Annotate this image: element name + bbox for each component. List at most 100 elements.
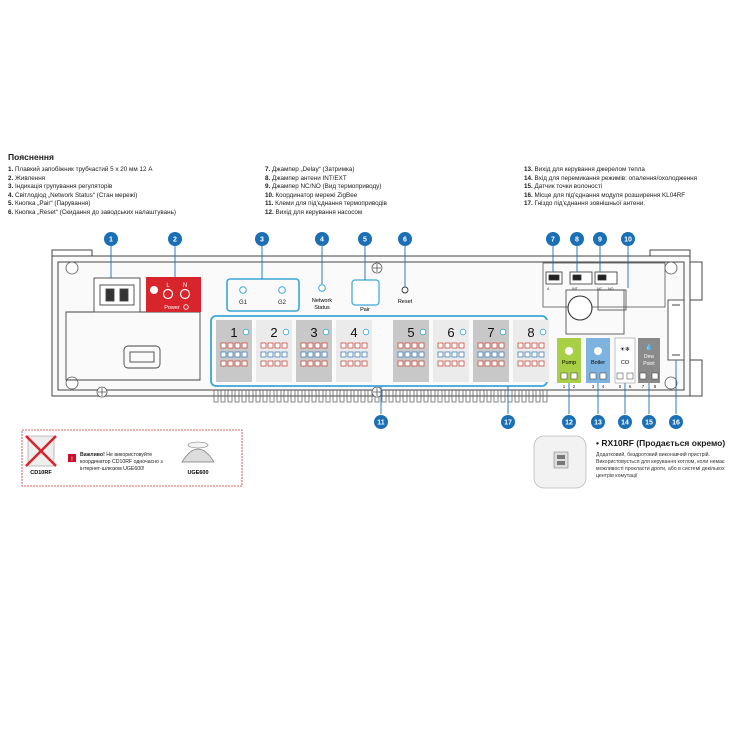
terminal-screw xyxy=(307,351,314,358)
board-tooth xyxy=(276,390,282,403)
terminal-screw xyxy=(361,351,368,358)
terminal-screw xyxy=(274,360,281,367)
terminal-screw xyxy=(451,360,458,367)
callout-circle xyxy=(570,232,584,246)
callout-number: 17 xyxy=(504,420,512,427)
terminal-screw xyxy=(321,360,328,367)
board-tooth xyxy=(514,390,520,403)
legend-item-text: Координатор мережі ZigBee xyxy=(275,191,358,199)
terminal-screw xyxy=(227,351,234,358)
board-tooth xyxy=(262,390,268,403)
terminal-screw xyxy=(458,342,465,349)
terminal-screw xyxy=(307,342,314,349)
terminal-screw xyxy=(411,342,418,349)
board-tooth xyxy=(353,390,359,403)
terminal-screw xyxy=(524,351,531,358)
terminal-screw xyxy=(531,351,538,358)
function-terminals: Pump Boiler ☀❄ CO 💧 Dew Point xyxy=(557,337,660,384)
board-tooth xyxy=(472,390,478,403)
board-tooth xyxy=(395,390,401,403)
callout-circle xyxy=(642,415,656,429)
network-status-line-1: Network xyxy=(312,298,332,304)
callout-circle xyxy=(591,415,605,429)
legend-item-number: 8. xyxy=(265,174,273,182)
group-indication: G1 G2 xyxy=(226,278,300,312)
legend-item: 12. Вихід для керування насосом xyxy=(265,209,387,218)
board-teeth xyxy=(213,390,548,403)
board-tooth xyxy=(339,390,345,403)
callout-12: 12 xyxy=(562,415,576,429)
terminal-screw xyxy=(404,351,411,358)
zone-number: 1 xyxy=(230,325,237,340)
legend-item-text: Гніздо під'єднання зовнішньої антени. xyxy=(534,200,646,208)
terminal-screw xyxy=(451,351,458,358)
terminal-screw xyxy=(444,360,451,367)
legend-item-number: 16. xyxy=(524,191,535,199)
terminal-screw xyxy=(354,360,361,367)
zone-number: 8 xyxy=(527,325,534,340)
board-tooth xyxy=(332,390,338,403)
function-terminal-number: 8 xyxy=(654,384,657,389)
legend-item-text: Джампер антени INT/EXT xyxy=(272,174,347,182)
callout-circle xyxy=(562,415,576,429)
terminal-screw xyxy=(307,360,314,367)
function-terminal-number: 2 xyxy=(573,384,576,389)
function-terminal-number: 1 xyxy=(563,384,566,389)
board-tooth xyxy=(465,390,471,403)
callout-10: 10 xyxy=(621,232,635,246)
jumper-area xyxy=(542,262,666,335)
power-icon xyxy=(183,304,189,310)
legend-item-number: 3. xyxy=(8,183,16,191)
jumper-a-label: A xyxy=(547,287,550,291)
terminal-screw xyxy=(531,360,538,367)
terminal-screw xyxy=(404,342,411,349)
terminal-screw xyxy=(538,360,545,367)
callout-number: 3 xyxy=(260,237,264,244)
note-device2-label: UGE600 xyxy=(187,470,208,476)
board-tooth xyxy=(535,390,541,403)
terminal-screw xyxy=(340,360,347,367)
terminal-screw xyxy=(397,342,404,349)
board-tooth xyxy=(430,390,436,403)
power-label: Power xyxy=(164,305,180,311)
zone-led xyxy=(242,328,250,336)
callout-13: 13 xyxy=(591,415,605,429)
board-tooth xyxy=(381,390,387,403)
legend-item-number: 5. xyxy=(8,200,16,208)
callout-8: 8 xyxy=(570,232,584,246)
board-tooth xyxy=(304,390,310,403)
board-tooth xyxy=(311,390,317,403)
legend-title: Пояснення xyxy=(8,152,54,162)
network-status-line-2: Status xyxy=(314,305,330,311)
board-tooth xyxy=(409,390,415,403)
jumper-nc-label: NC xyxy=(597,287,603,291)
callout-number: 5 xyxy=(363,237,367,244)
g1-label: G1 xyxy=(239,300,248,306)
callout-3: 3 xyxy=(255,232,269,246)
terminal-screw xyxy=(491,351,498,358)
screw-cross-icons xyxy=(98,264,381,396)
terminal-screw xyxy=(361,360,368,367)
legend-item: 4. Світлодіод „Network Status“ (Стан мер… xyxy=(8,192,176,201)
zone-led xyxy=(539,328,547,336)
board-tooth xyxy=(360,390,366,403)
cross-icon xyxy=(25,435,57,467)
legend-item-number: 4. xyxy=(8,191,16,199)
callout-5: 5 xyxy=(358,232,372,246)
pair-button[interactable]: Pair xyxy=(351,279,380,313)
zone-number: 4 xyxy=(350,325,357,340)
terminal-screw xyxy=(314,360,321,367)
snowflake-sun-icon: ☀❄ xyxy=(620,346,630,353)
terminal-screw xyxy=(524,342,531,349)
function-terminal-screw xyxy=(639,372,647,380)
callout-circle xyxy=(398,232,412,246)
legend-item: 10. Координатор мережі ZigBee xyxy=(265,192,387,201)
legend-item: 7. Джампер „Delay“ (Затримка) xyxy=(265,166,387,175)
terminal-screw xyxy=(418,351,425,358)
callout-number: 8 xyxy=(575,237,579,244)
callout-number: 7 xyxy=(551,237,555,244)
zone-2-block: 2 xyxy=(256,320,292,382)
